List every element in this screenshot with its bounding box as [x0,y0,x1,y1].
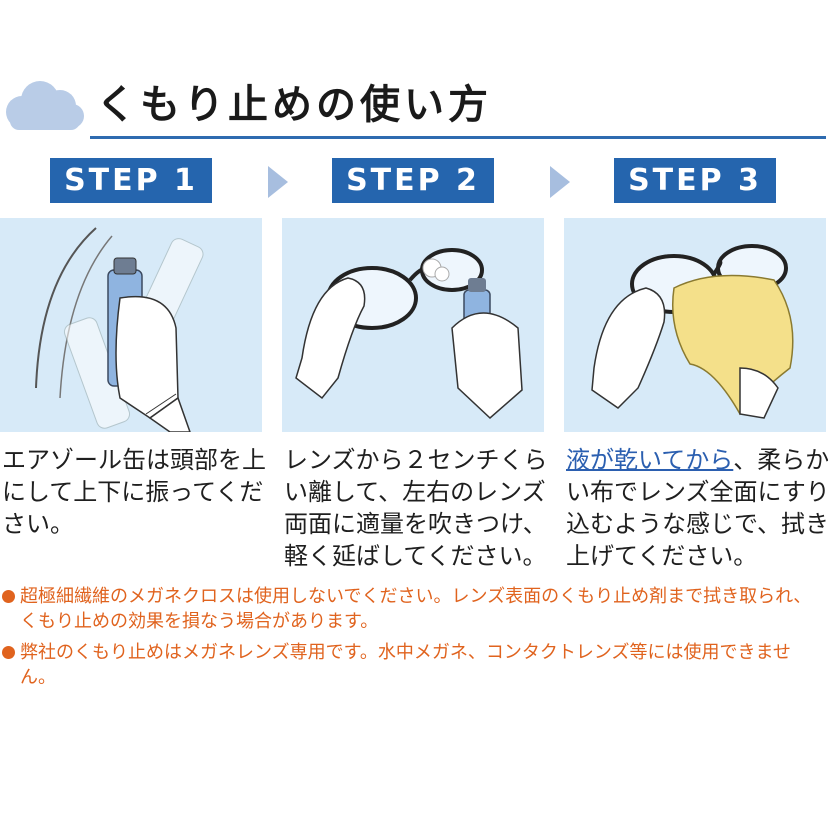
step-2-text: レンズから２センチくらい離して、左右のレンズ両面に適量を吹きつけ、軽く延ばしてく… [284,446,548,570]
page-title: くもり止めの使い方 [96,82,492,128]
step-2-badge: STEP 2 [332,158,494,203]
step-3-body: 、柔らかい布でレンズ全面にすり込むような感じで、拭き上げてください。 [566,446,828,570]
bullet-icon [2,646,15,659]
step-3-illustration [564,218,826,432]
caution-note-text: 弊社のくもり止めはメガネレンズ専用です。水中メガネ、コンタクトレンズ等には使用で… [20,642,791,688]
caution-note-text: 超極細繊維のメガネクロスは使用しないでください。レンズ表面のくもり止め剤まで拭き… [20,586,812,632]
step-1-badge: STEP 1 [50,158,212,203]
caution-notes: 超極細繊維のメガネクロスは使用しないでください。レンズ表面のくもり止め剤まで拭き… [0,584,828,696]
step-1-text: エアゾール缶は頭部を上にして上下に振ってください。 [2,446,266,538]
cloud-icon [6,81,84,130]
step-3-highlight: 液が乾いてから [566,446,734,474]
step-1-illustration [0,218,262,432]
title-underline [90,136,826,139]
step-2-illustration [282,218,544,432]
caution-note: 超極細繊維のメガネクロスは使用しないでください。レンズ表面のくもり止め剤まで拭き… [0,584,826,634]
caution-note: 弊社のくもり止めはメガネレンズ専用です。水中メガネ、コンタクトレンズ等には使用で… [0,640,826,690]
chevron-right-icon [550,166,570,198]
chevron-right-icon [268,166,288,198]
step-3-badge: STEP 3 [614,158,776,203]
step-3-text: 液が乾いてから、柔らかい布でレンズ全面にすり込むような感じで、拭き上げてください… [566,444,828,572]
bullet-icon [2,590,15,603]
